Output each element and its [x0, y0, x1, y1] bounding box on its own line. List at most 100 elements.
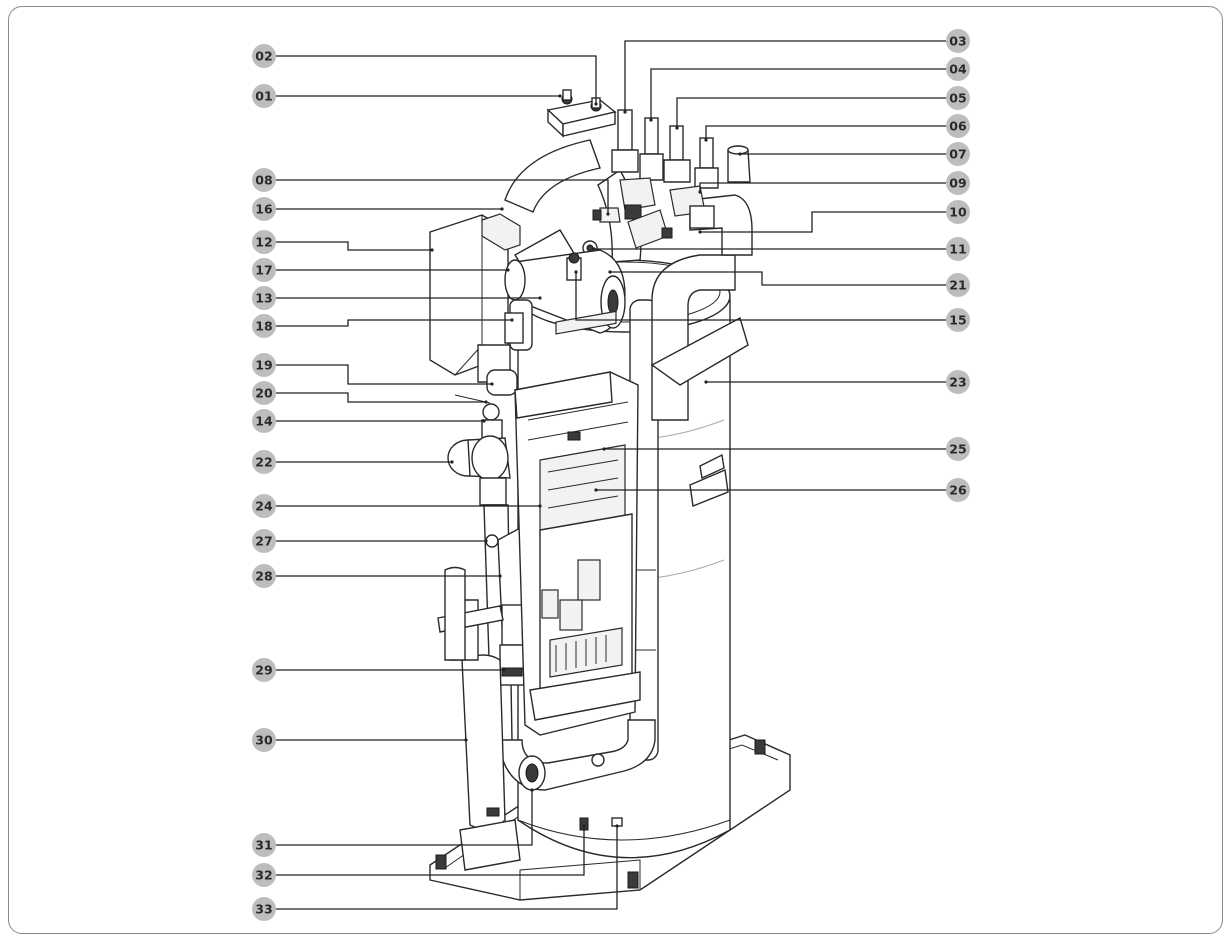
badge-label-33: 33: [255, 902, 272, 917]
callout-badge-16: 16: [252, 197, 276, 221]
leader-end-24: [538, 504, 542, 508]
badge-label-09: 09: [949, 176, 966, 191]
callout-badge-15: 15: [946, 308, 970, 332]
badge-label-18: 18: [255, 319, 272, 334]
leader-end-08: [606, 212, 610, 216]
badge-circle-05: [946, 86, 970, 110]
badge-circle-27: [252, 529, 276, 553]
leader-line-20: [276, 392, 486, 403]
leader-line-09: [699, 182, 946, 192]
top-junction-box: [546, 89, 617, 138]
bottom-pipe-loop: [497, 719, 656, 831]
leader-line-19: [276, 364, 492, 385]
leader-line-06: [705, 125, 946, 140]
badge-label-20: 20: [255, 386, 273, 401]
leader-end-31: [530, 788, 534, 792]
callout-badge-19: 19: [252, 353, 276, 377]
leader-line-02: [276, 55, 597, 104]
callout-badge-04: 04: [946, 57, 970, 81]
badge-label-15: 15: [949, 313, 966, 328]
badge-label-19: 19: [255, 358, 272, 373]
badge-circle-32: [252, 863, 276, 887]
leader-end-16: [500, 207, 504, 211]
leader-end-11: [592, 247, 596, 251]
leader-end-12: [430, 248, 434, 252]
badge-circle-09: [946, 171, 970, 195]
callout-badge-26: 26: [946, 478, 970, 502]
badge-label-03: 03: [949, 34, 966, 49]
badge-circle-08: [252, 168, 276, 192]
leader-end-20: [484, 400, 488, 404]
leader-line-05: [676, 97, 946, 128]
badge-circle-07: [946, 142, 970, 166]
leader-end-04: [649, 118, 653, 122]
badge-circle-21: [946, 273, 970, 297]
control-panel: [514, 310, 641, 736]
callout-badge-12: 12: [252, 230, 276, 254]
callout-badge-14: 14: [252, 409, 276, 433]
badge-circle-23: [946, 370, 970, 394]
leader-end-18: [510, 318, 514, 322]
badge-label-16: 16: [255, 202, 273, 217]
expansion-vessel: [437, 566, 521, 871]
badge-label-17: 17: [255, 263, 272, 278]
badge-circle-22: [252, 450, 276, 474]
badge-circle-14: [252, 409, 276, 433]
leader-end-06: [704, 138, 708, 142]
badge-label-32: 32: [255, 868, 272, 883]
leader-end-10: [698, 230, 702, 234]
callout-badge-23: 23: [946, 370, 970, 394]
leader-end-33: [615, 824, 619, 828]
badge-label-08: 08: [255, 173, 272, 188]
badge-label-22: 22: [255, 455, 272, 470]
badge-label-21: 21: [949, 278, 966, 293]
leader-line-32: [276, 826, 585, 876]
leader-end-28: [498, 574, 502, 578]
badge-circle-15: [946, 308, 970, 332]
callout-badge-02: 02: [252, 44, 276, 68]
callout-badge-25: 25: [946, 437, 970, 461]
badge-label-29: 29: [255, 663, 272, 678]
badge-circle-16: [252, 197, 276, 221]
badge-label-27: 27: [255, 534, 272, 549]
leader-line-18: [276, 319, 512, 327]
badge-circle-19: [252, 353, 276, 377]
callout-badge-27: 27: [252, 529, 276, 553]
badge-circle-24: [252, 494, 276, 518]
badge-circle-26: [946, 478, 970, 502]
badge-circle-31: [252, 833, 276, 857]
badge-label-11: 11: [949, 242, 966, 257]
badge-circle-29: [252, 658, 276, 682]
callout-badge-17: 17: [252, 258, 276, 282]
leader-line-04: [650, 68, 946, 120]
badge-label-31: 31: [255, 838, 272, 853]
badge-circle-18: [252, 314, 276, 338]
leader-end-15: [574, 270, 578, 274]
badge-label-06: 06: [949, 119, 967, 134]
badge-circle-33: [252, 897, 276, 921]
callout-badge-31: 31: [252, 833, 276, 857]
callout-badge-30: 30: [252, 728, 276, 752]
callout-badge-07: 07: [946, 142, 970, 166]
callout-badge-10: 10: [946, 200, 970, 224]
leader-line-10: [700, 211, 946, 233]
leader-end-27: [484, 539, 488, 543]
leader-end-22: [450, 460, 454, 464]
leader-line-21: [610, 271, 946, 286]
valve-cluster: [582, 177, 715, 256]
badge-circle-28: [252, 564, 276, 588]
callout-badge-29: 29: [252, 658, 276, 682]
badge-label-07: 07: [949, 147, 966, 162]
badge-label-02: 02: [255, 49, 272, 64]
callout-badge-03: 03: [946, 29, 970, 53]
callout-badge-21: 21: [946, 273, 970, 297]
leader-end-14: [482, 419, 486, 423]
callout-leader-lines: [276, 40, 946, 910]
badge-circle-17: [252, 258, 276, 282]
callout-badge-08: 08: [252, 168, 276, 192]
leader-end-29: [502, 668, 506, 672]
badge-circle-30: [252, 728, 276, 752]
badge-label-04: 04: [949, 62, 967, 77]
circulation-pump: [447, 435, 511, 506]
